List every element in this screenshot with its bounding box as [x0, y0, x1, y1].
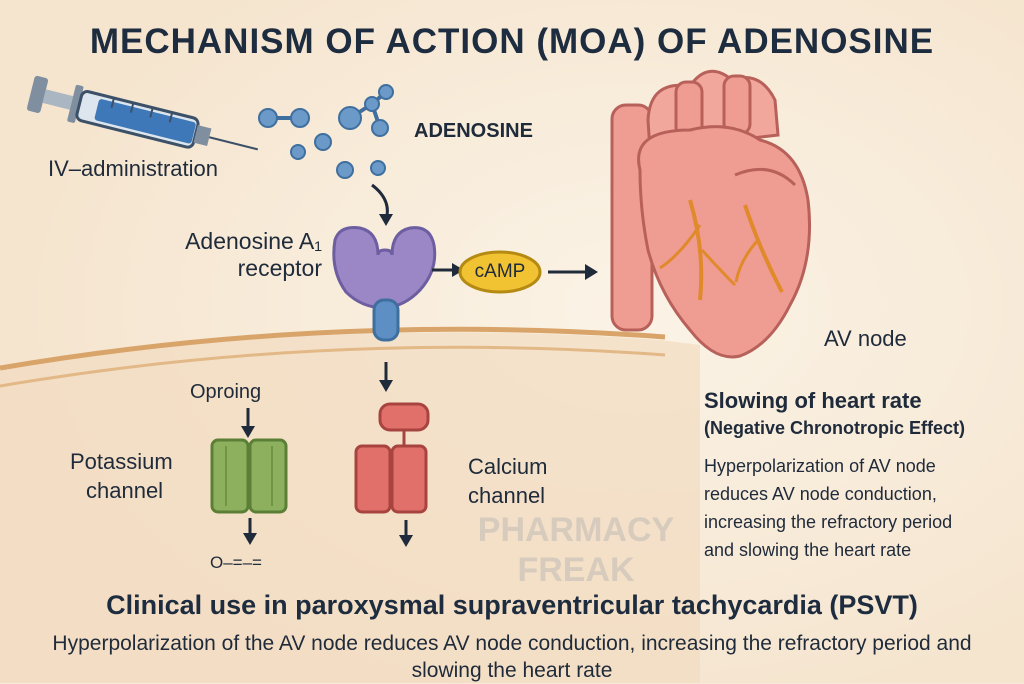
effect-line: and slowing the heart rate [704, 540, 912, 560]
watermark: PHARMACY FREAK [470, 510, 682, 590]
adenosine-molecules [258, 84, 394, 179]
potassium-channel-icon [210, 438, 288, 514]
clinical-use-heading: Clinical use in paroxysmal supraventricu… [106, 590, 918, 620]
potassium-label-line2: channel [86, 478, 164, 503]
receptor-label-line1: Adenosine A₁ [185, 228, 322, 254]
oproing-label: Oproing [190, 381, 262, 403]
watermark-line1: PHARMACY [477, 511, 675, 549]
ion-symbol: O–=–= [210, 553, 262, 572]
calcium-label-line1: Calcium [468, 454, 548, 479]
effect-description: Hyperpolarization of AV node reduces AV … [704, 452, 952, 564]
page-title: MECHANISM OF ACTION (MOA) OF ADENOSINE [89, 22, 935, 61]
effect-line: increasing the refractory period [704, 512, 953, 532]
potassium-label-line1: Potassium [70, 449, 173, 474]
camp-oval [458, 250, 542, 294]
receptor-label-line2: receptor [237, 255, 322, 281]
iv-administration-label: IV–administration [48, 156, 218, 181]
effect-line: Hyperpolarization of AV node [704, 456, 936, 476]
effect-subheading: (Negative Chronotropic Effect) [704, 418, 966, 438]
syringe-icon [27, 75, 259, 151]
cell-membrane [0, 326, 700, 683]
heart-icon [610, 69, 811, 359]
av-node-label: AV node [824, 326, 907, 351]
camp-label: cAMP [474, 261, 526, 282]
effect-heading: Slowing of heart rate [704, 388, 922, 413]
adenosine-label: ADENOSINE [414, 120, 533, 142]
watermark-line2: FREAK [517, 551, 635, 589]
calcium-label-line2: channel [468, 483, 546, 508]
clinical-use-body: Hyperpolarization of the AV node reduces… [52, 632, 972, 682]
a1-receptor-icon [332, 226, 437, 342]
effect-line: reduces AV node conduction, [704, 484, 937, 504]
calcium-channel-icon [354, 402, 430, 514]
